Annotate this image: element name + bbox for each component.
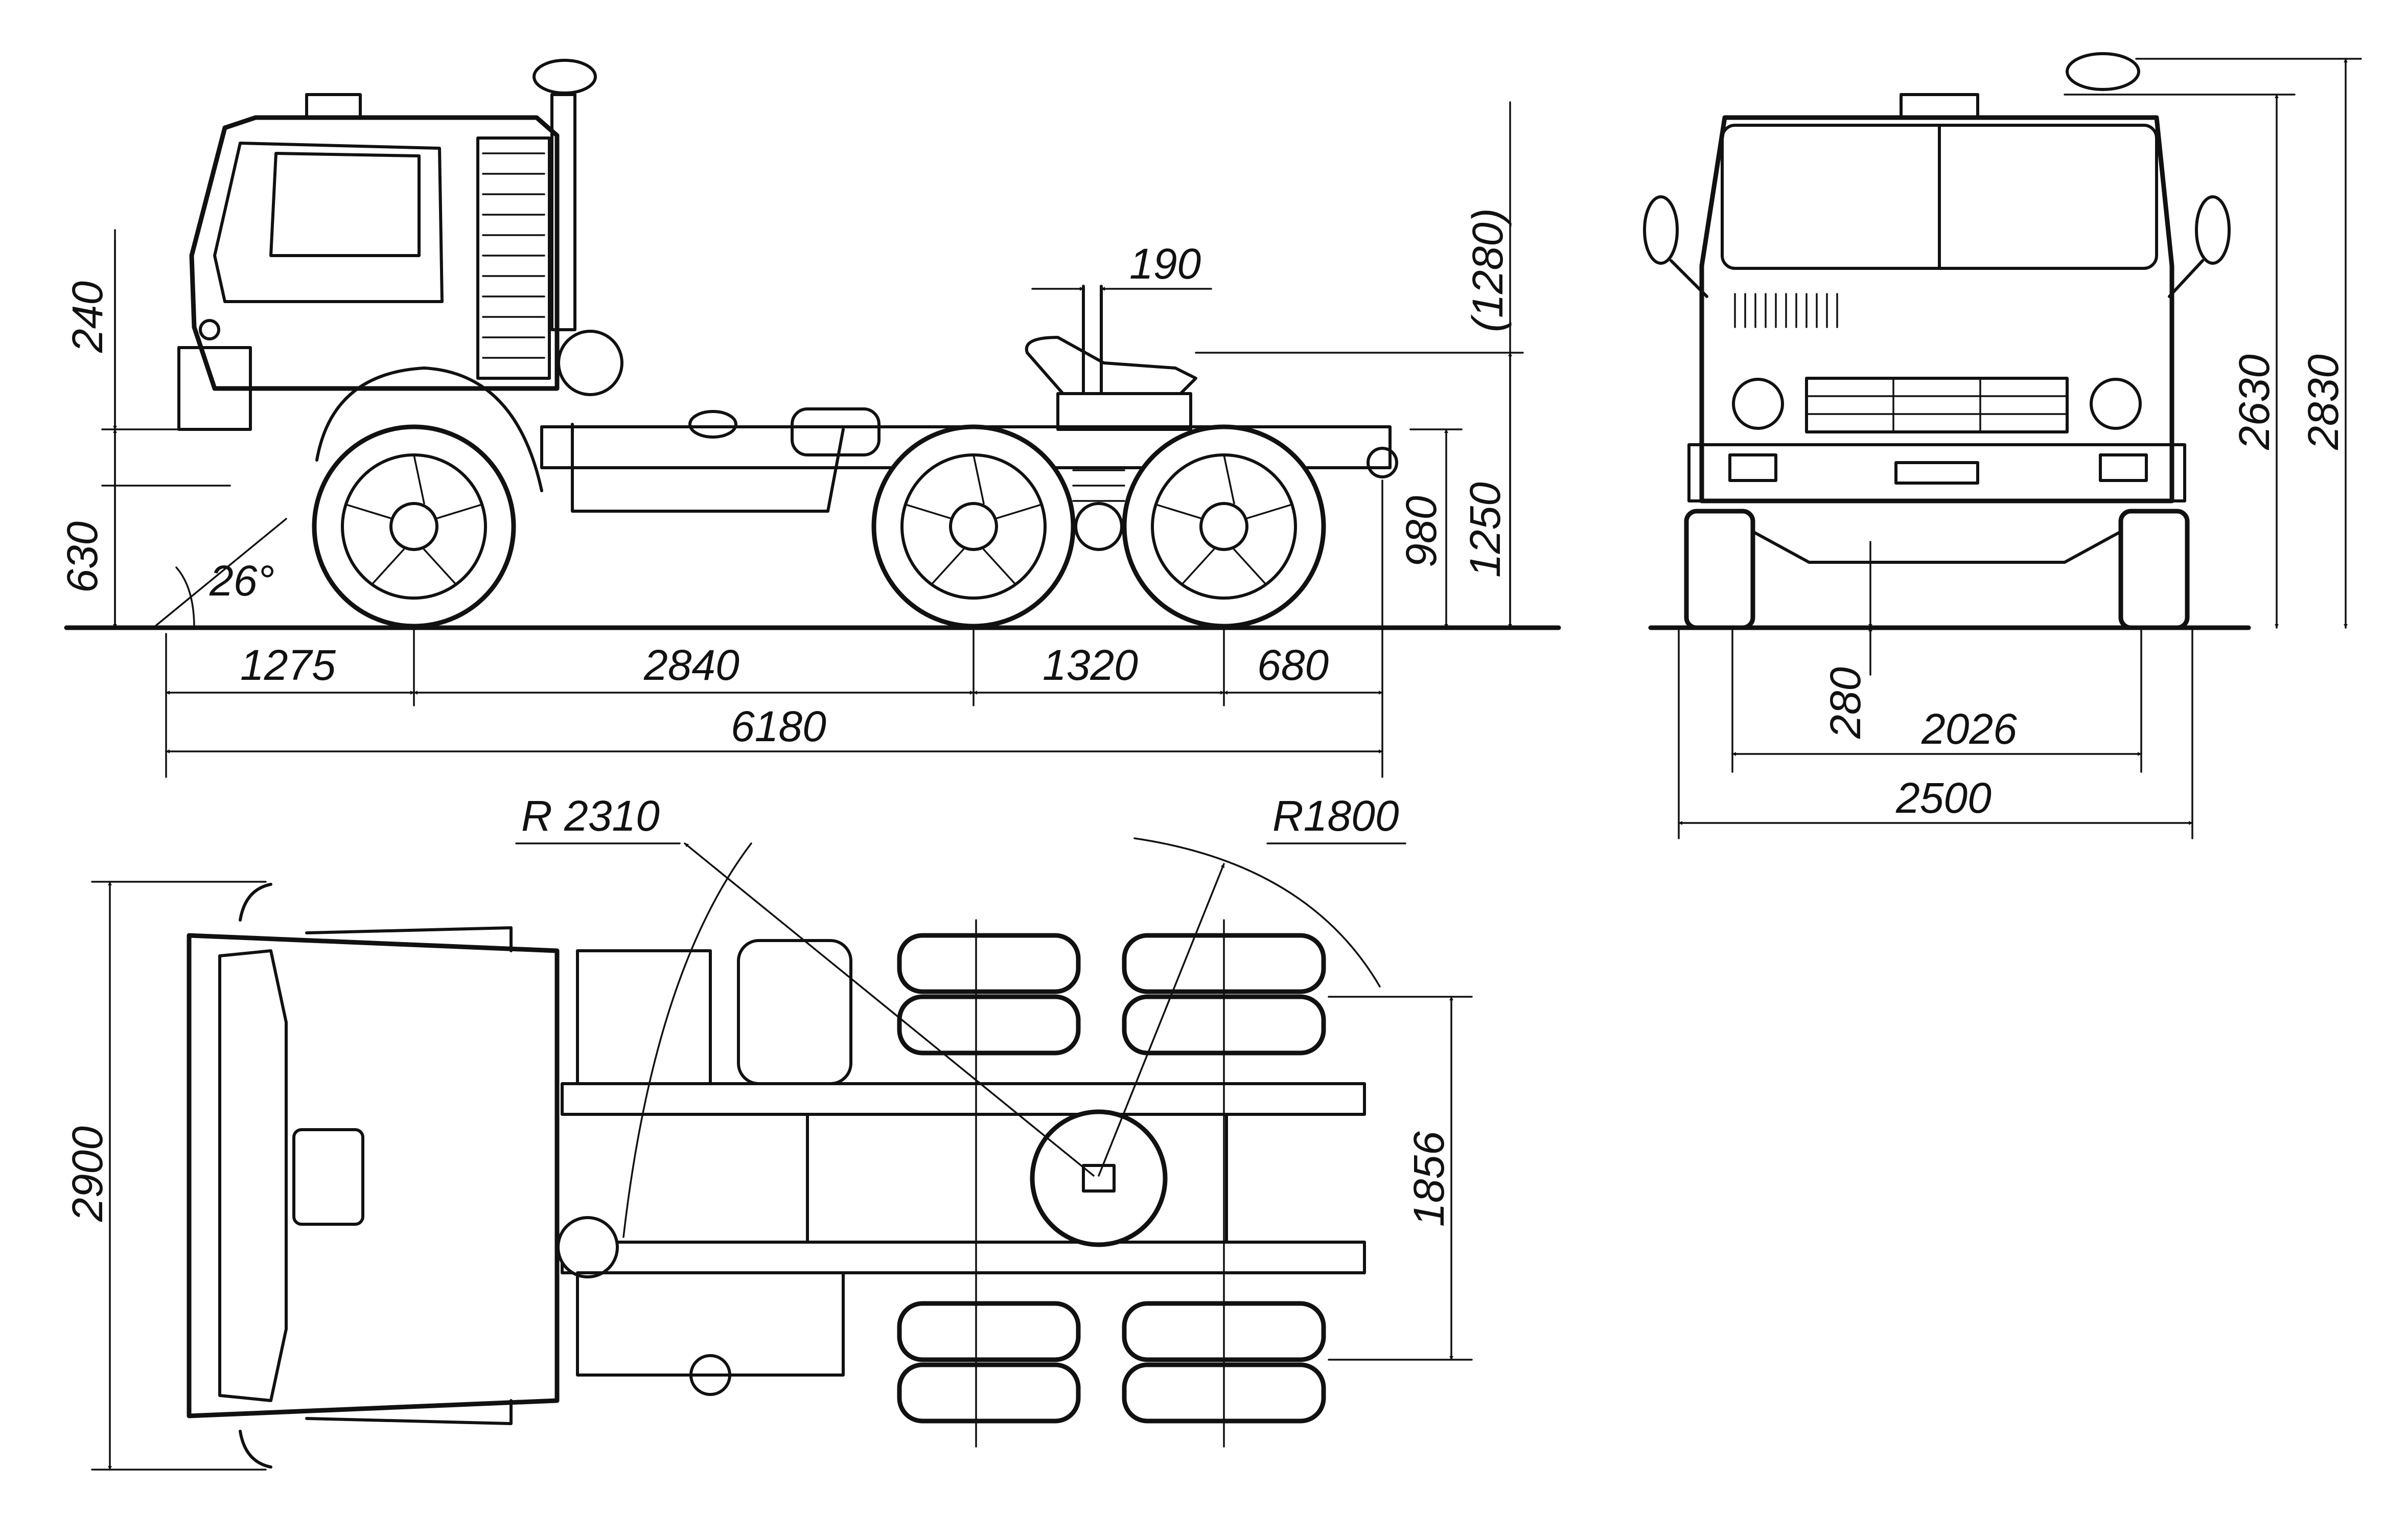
left-mirror [1643, 195, 1679, 265]
top-air-tanks [737, 939, 852, 1085]
top-frame-rail-upper [561, 1082, 1366, 1116]
dim-front-overhang: 1275 [240, 641, 336, 689]
radius-line-r1800 [1098, 863, 1225, 1177]
front-left-tyre [1684, 509, 1755, 630]
top-windshield [218, 949, 288, 1402]
side-view: 240 630 26° 190 (1280) 1250 980 1275 284… [58, 59, 1561, 778]
front-bumper-face [1687, 443, 2186, 502]
rear-wheel [1122, 424, 1326, 629]
cab-window [269, 152, 421, 257]
arc-r1800 [1133, 837, 1381, 988]
dim-overall-length: 6180 [731, 702, 826, 750]
air-intake-pipe [550, 93, 576, 331]
front-fender [315, 367, 543, 492]
radiator-grille [1805, 377, 2069, 433]
front-wheel [312, 424, 516, 629]
top-fuel-tank [576, 1271, 845, 1377]
dim-ground-frame: 630 [58, 521, 106, 593]
dim-radius-front: R 2310 [521, 792, 660, 840]
right-mirror [2195, 195, 2231, 265]
dim-fifth-wheel-offset: 190 [1129, 240, 1201, 288]
front-intake-cap [2066, 52, 2140, 91]
top-mirror-lower [239, 1430, 272, 1469]
front-headlight-right [2090, 378, 2142, 430]
tank-cap [688, 410, 737, 439]
air-intake-cap [532, 59, 597, 95]
front-roof-hatch [1900, 93, 1979, 119]
air-filter [557, 330, 623, 396]
top-mirror-upper [239, 883, 272, 922]
front-right-tyre [2118, 509, 2190, 630]
top-roof-hatch [292, 1128, 364, 1226]
arc-r2310 [622, 842, 752, 1238]
license-plate [1894, 461, 1979, 485]
top-cab-edge-upper [305, 926, 513, 952]
approach-angle-line [152, 518, 287, 629]
top-view: R 2310 R1800 2900 1856 [63, 792, 1473, 1471]
front-view: 2630 2830 280 2026 2500 [1643, 52, 2362, 839]
bogie-hub [1074, 502, 1123, 551]
fog-light-left [1728, 453, 1777, 482]
dim-wheelbase-2: 1320 [1043, 641, 1138, 689]
air-tank [791, 407, 881, 456]
dim-height-body: 2630 [2230, 354, 2278, 450]
cab-door [213, 142, 444, 303]
top-tank-cap [689, 1354, 731, 1396]
dim-frame-width: 1856 [1405, 1131, 1453, 1227]
dim-rear-overhang: 680 [1257, 641, 1329, 689]
headlight [199, 319, 220, 340]
top-kingpin [1082, 1164, 1116, 1193]
top-tyres-middle-lower [897, 1301, 1081, 1424]
top-battery-box [576, 949, 712, 1085]
middle-wheel [871, 424, 1076, 629]
dim-track: 2026 [1921, 705, 2017, 753]
top-air-filter [557, 1216, 619, 1278]
cab-outline [189, 115, 560, 391]
fog-light-right [2099, 453, 2148, 482]
radius-line-r2310 [684, 842, 1095, 1177]
dim-radius-rear: R1800 [1272, 792, 1399, 840]
rear-hook [1367, 447, 1398, 478]
fifth-wheel-base [1056, 392, 1192, 431]
approach-angle-arc [175, 566, 195, 629]
dim-ground-clearance: 280 [1821, 667, 1869, 739]
top-cab-edge-lower [305, 1399, 513, 1425]
dim-fifth-wheel-top: (1280) [1464, 208, 1512, 332]
dim-cab-low: 240 [63, 281, 111, 353]
front-headlight-left [1732, 378, 1784, 430]
dim-height-total: 2830 [2299, 354, 2347, 450]
dim-coupling-height: 1250 [1461, 482, 1509, 578]
front-axle [1751, 530, 2122, 564]
fuel-tank [571, 423, 845, 513]
top-cab-outline [187, 933, 560, 1418]
dim-rear-frame: 980 [1397, 496, 1445, 567]
dim-width-total: 2900 [63, 1126, 111, 1222]
fifth-wheel [1025, 336, 1197, 395]
top-frame-rail-lower [561, 1241, 1366, 1274]
vent-grille [1734, 293, 1838, 328]
dim-wheelbase-1: 2840 [643, 641, 739, 689]
dim-approach-angle: 26° [209, 557, 274, 605]
top-fifth-wheel [1030, 1109, 1168, 1247]
roof-hatch [305, 93, 362, 119]
side-louvers [476, 136, 551, 380]
top-tyres-middle-upper [897, 933, 1081, 1056]
dim-overall-width: 2500 [1895, 774, 1992, 822]
